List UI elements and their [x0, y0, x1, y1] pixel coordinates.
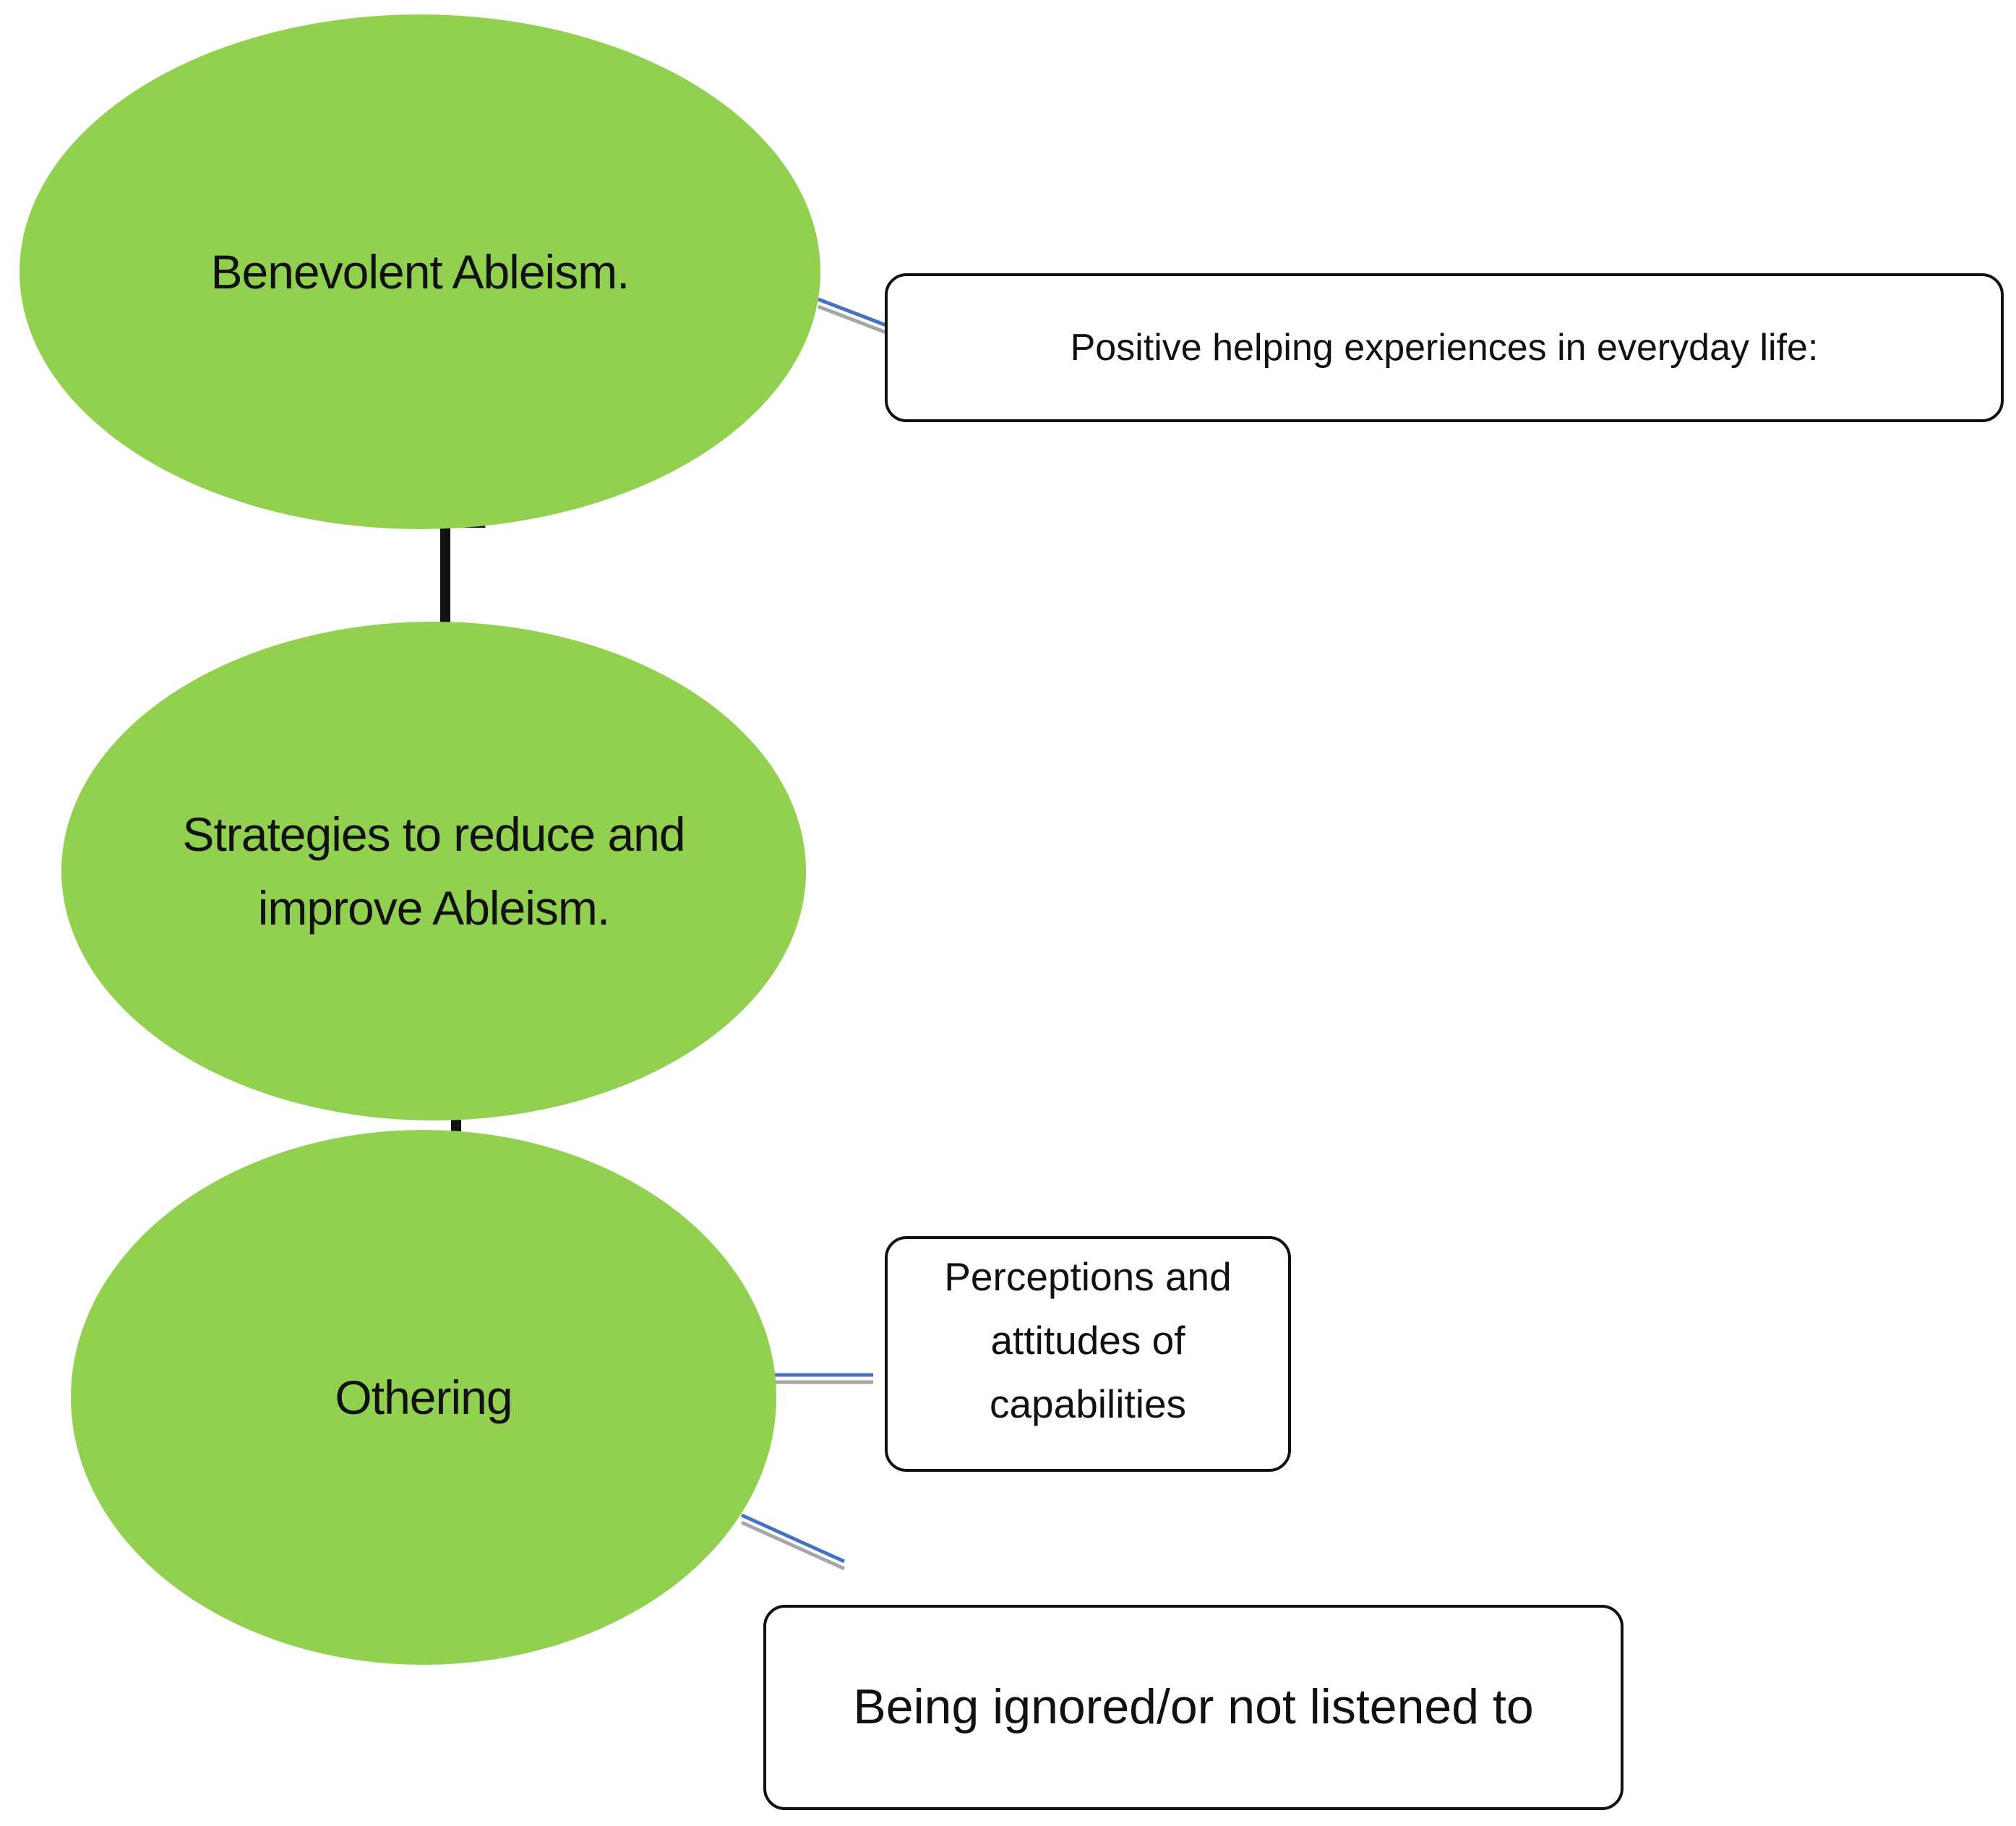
positive-helping-text: Positive helping experiences in everyday…	[1070, 327, 1819, 369]
perceptions-box: Perceptions and attitudes of capabilitie…	[885, 1236, 1291, 1472]
strategies-node: Strategies to reduce and improve Ableism…	[61, 622, 806, 1120]
othering-label: Othering	[335, 1370, 512, 1424]
perceptions-text: Perceptions and attitudes of capabilitie…	[944, 1254, 1232, 1426]
being-ignored-box: Being ignored/or not listened to	[763, 1605, 1623, 1810]
connector-benevolent-positive	[818, 297, 887, 335]
strategies-label: Strategies to reduce and improve Ableism…	[182, 807, 685, 935]
connector-othering-perceptions	[772, 1373, 873, 1384]
othering-node: Othering	[71, 1130, 776, 1665]
being-ignored-text: Being ignored/or not listened to	[853, 1679, 1534, 1735]
connector-othering-ignored	[740, 1513, 846, 1571]
positive-helping-box: Positive helping experiences in everyday…	[885, 273, 2004, 422]
benevolent-ableism-node: Benevolent Ableism.	[20, 14, 820, 529]
benevolent-ableism-label: Benevolent Ableism.	[210, 244, 630, 299]
